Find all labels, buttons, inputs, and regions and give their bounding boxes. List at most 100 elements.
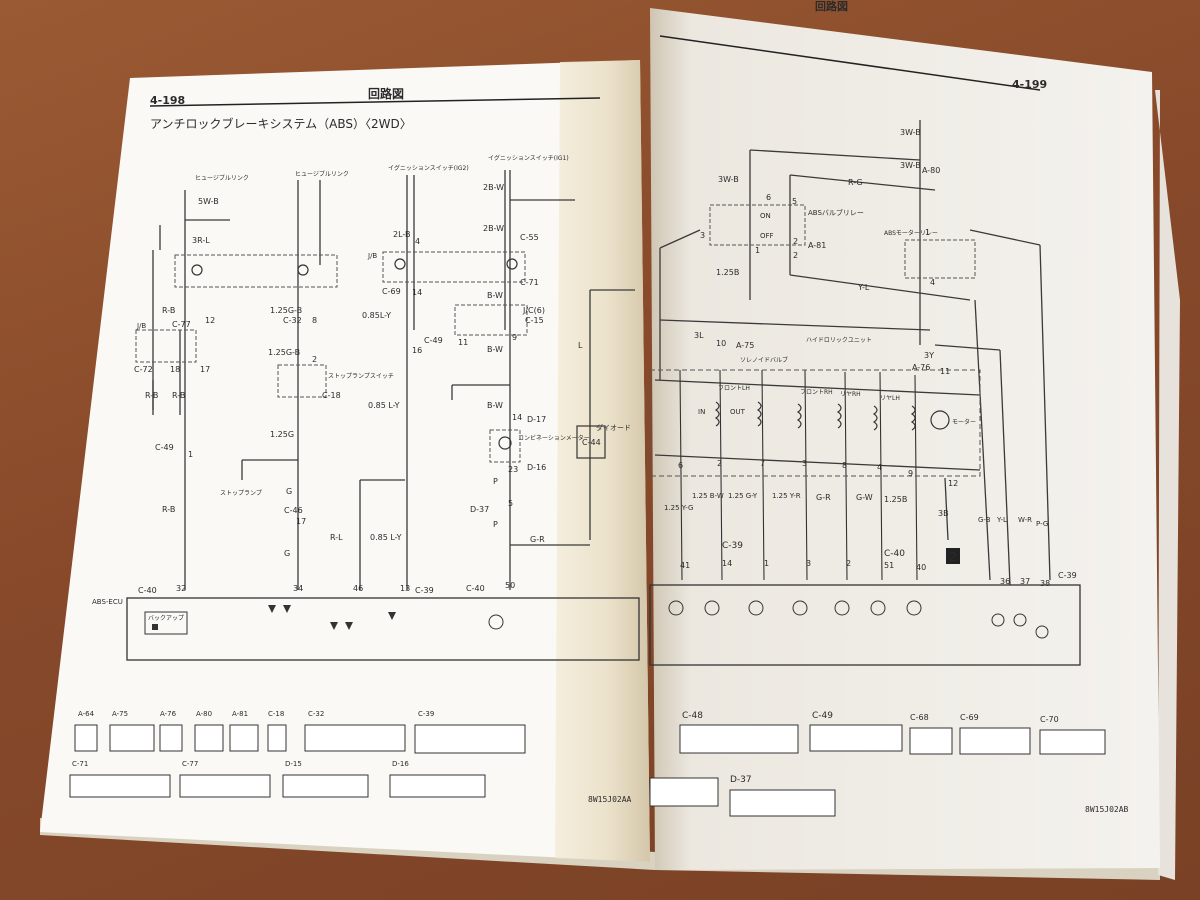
wire-label: 5W-B (198, 197, 219, 206)
connector-ref: C-18 (322, 391, 341, 400)
pin-number: 23 (508, 465, 518, 474)
legend-connector: C-18 (268, 710, 284, 718)
wire-label: 1.25B (716, 268, 739, 277)
pin-number: 4 (930, 278, 935, 287)
connector-ref: A-75 (736, 341, 754, 350)
left-title: アンチロックブレーキシステム（ABS）〈2WD〉 (150, 116, 412, 131)
left-header: 回路図 (368, 86, 404, 101)
pin-number: 4 (415, 237, 420, 246)
pin-number: 40 (916, 563, 926, 572)
wire-label: R-B (162, 505, 175, 514)
component-label: ABS-ECU (92, 598, 123, 606)
wire-label: 0.85L-Y (362, 311, 391, 320)
pin-number: 3 (806, 559, 811, 568)
wire-label: B-W (487, 291, 503, 300)
left-page (40, 60, 650, 862)
pin-number: 13 (400, 584, 410, 593)
wire-label: 0.85 L-Y (368, 401, 400, 410)
wire-label: R-B (172, 391, 185, 400)
legend-connector: D-16 (392, 760, 409, 768)
pin-number: 8 (312, 316, 317, 325)
wire-label: 3W-B (718, 175, 739, 184)
wire-label: G (286, 487, 292, 496)
wire-label: 3Y (924, 351, 934, 360)
pin-number: 6 (766, 193, 771, 202)
pin-number: 3 (700, 231, 705, 240)
pin-number: 5 (792, 197, 797, 206)
wire-label: 3W-B (900, 128, 921, 137)
right-page-number: 4-199 (1012, 78, 1047, 91)
pin-number: 1 (755, 246, 760, 255)
pin-number: 12 (948, 479, 958, 488)
abs-ecu-box-right (649, 584, 1081, 666)
wire-label: 1.25G (270, 430, 294, 439)
wire-label: 1.25 Y-G (664, 504, 693, 512)
pin-number: 12 (205, 316, 215, 325)
legend-connector: C-69 (960, 713, 979, 722)
component-label: コンビネーションメーター (518, 434, 590, 442)
pin-number: 51 (884, 561, 894, 570)
pin-number: 8 (842, 461, 847, 470)
component-label: ハイドロリックユニット (806, 337, 872, 344)
pin-number: 1 (764, 559, 769, 568)
legend-connector: C-70 (1040, 715, 1059, 724)
legend-connector: D-37 (730, 775, 752, 785)
legend-connector: C-32 (308, 710, 324, 718)
pin-number: 6 (678, 461, 683, 470)
pin-number: 11 (458, 338, 468, 347)
connector-ref: C-15 (525, 316, 544, 325)
pin-number: 5 (508, 499, 513, 508)
wire-label: 2B-W (483, 183, 504, 192)
connector-ref: C-69 (382, 287, 401, 296)
connector-ref: A-81 (808, 241, 826, 250)
connector-ref: C-71 (520, 278, 539, 287)
wire-label: 1.25G-B (270, 306, 302, 315)
pin-number: 34 (293, 584, 303, 593)
wire-label: B-W (487, 401, 503, 410)
wire-label: 2B-W (483, 224, 504, 233)
connector-ref: A-80 (922, 166, 940, 175)
pin-number: 2 (846, 559, 851, 568)
component-label: リヤRH (840, 391, 861, 398)
component-label: J/C(6) (522, 306, 545, 315)
connector-ref: A-76 (912, 363, 930, 372)
connector-ref: C-77 (172, 320, 191, 329)
component-label: ソレノイドバルブ (740, 356, 788, 364)
pin-number: 32 (176, 584, 186, 593)
component-label: OUT (730, 408, 746, 416)
component-label: リヤLH (880, 395, 900, 402)
component-label: イグニッションスイッチ(IG2) (388, 164, 469, 172)
connector-ref: C-32 (283, 316, 302, 325)
component-label: ON (760, 212, 771, 220)
wire-label: P-G (1036, 520, 1048, 528)
connector-ref: D-16 (527, 463, 546, 472)
wire-label: Y-L (857, 283, 870, 292)
wire-label: 3L (694, 331, 704, 340)
wire-label: G (284, 549, 290, 558)
wire-label: R-L (330, 533, 343, 542)
wire-label: G-W (856, 493, 873, 502)
connector-ref: C-39 (1058, 571, 1077, 580)
pin-number: 9 (512, 333, 517, 342)
wire-label: P (493, 520, 498, 529)
pin-number: 17 (296, 517, 306, 526)
connector-ref: C-49 (424, 336, 443, 345)
right-page (650, 8, 1160, 870)
wire-label: R-G (848, 178, 863, 187)
pin-number: 18 (170, 365, 180, 374)
pin-number: 7 (760, 459, 765, 468)
pin-number: 14 (512, 413, 522, 422)
connector-ref: C-49 (155, 443, 174, 452)
connector-ref: C-39 (722, 541, 743, 551)
connector-ref: C-40 (138, 586, 157, 595)
connector-ref: C-55 (520, 233, 539, 242)
connector-ref: C-46 (284, 506, 303, 515)
legend-connector: C-77 (182, 760, 198, 768)
pin-number: 10 (716, 339, 726, 348)
wire-label: 1.25 B-W (692, 492, 724, 500)
component-label: バックアップ (148, 615, 184, 622)
wire-label: 1.25 Y-R (772, 492, 801, 500)
legend-connector: C-48 (682, 711, 703, 721)
component-label: ストップランプ (220, 490, 262, 497)
